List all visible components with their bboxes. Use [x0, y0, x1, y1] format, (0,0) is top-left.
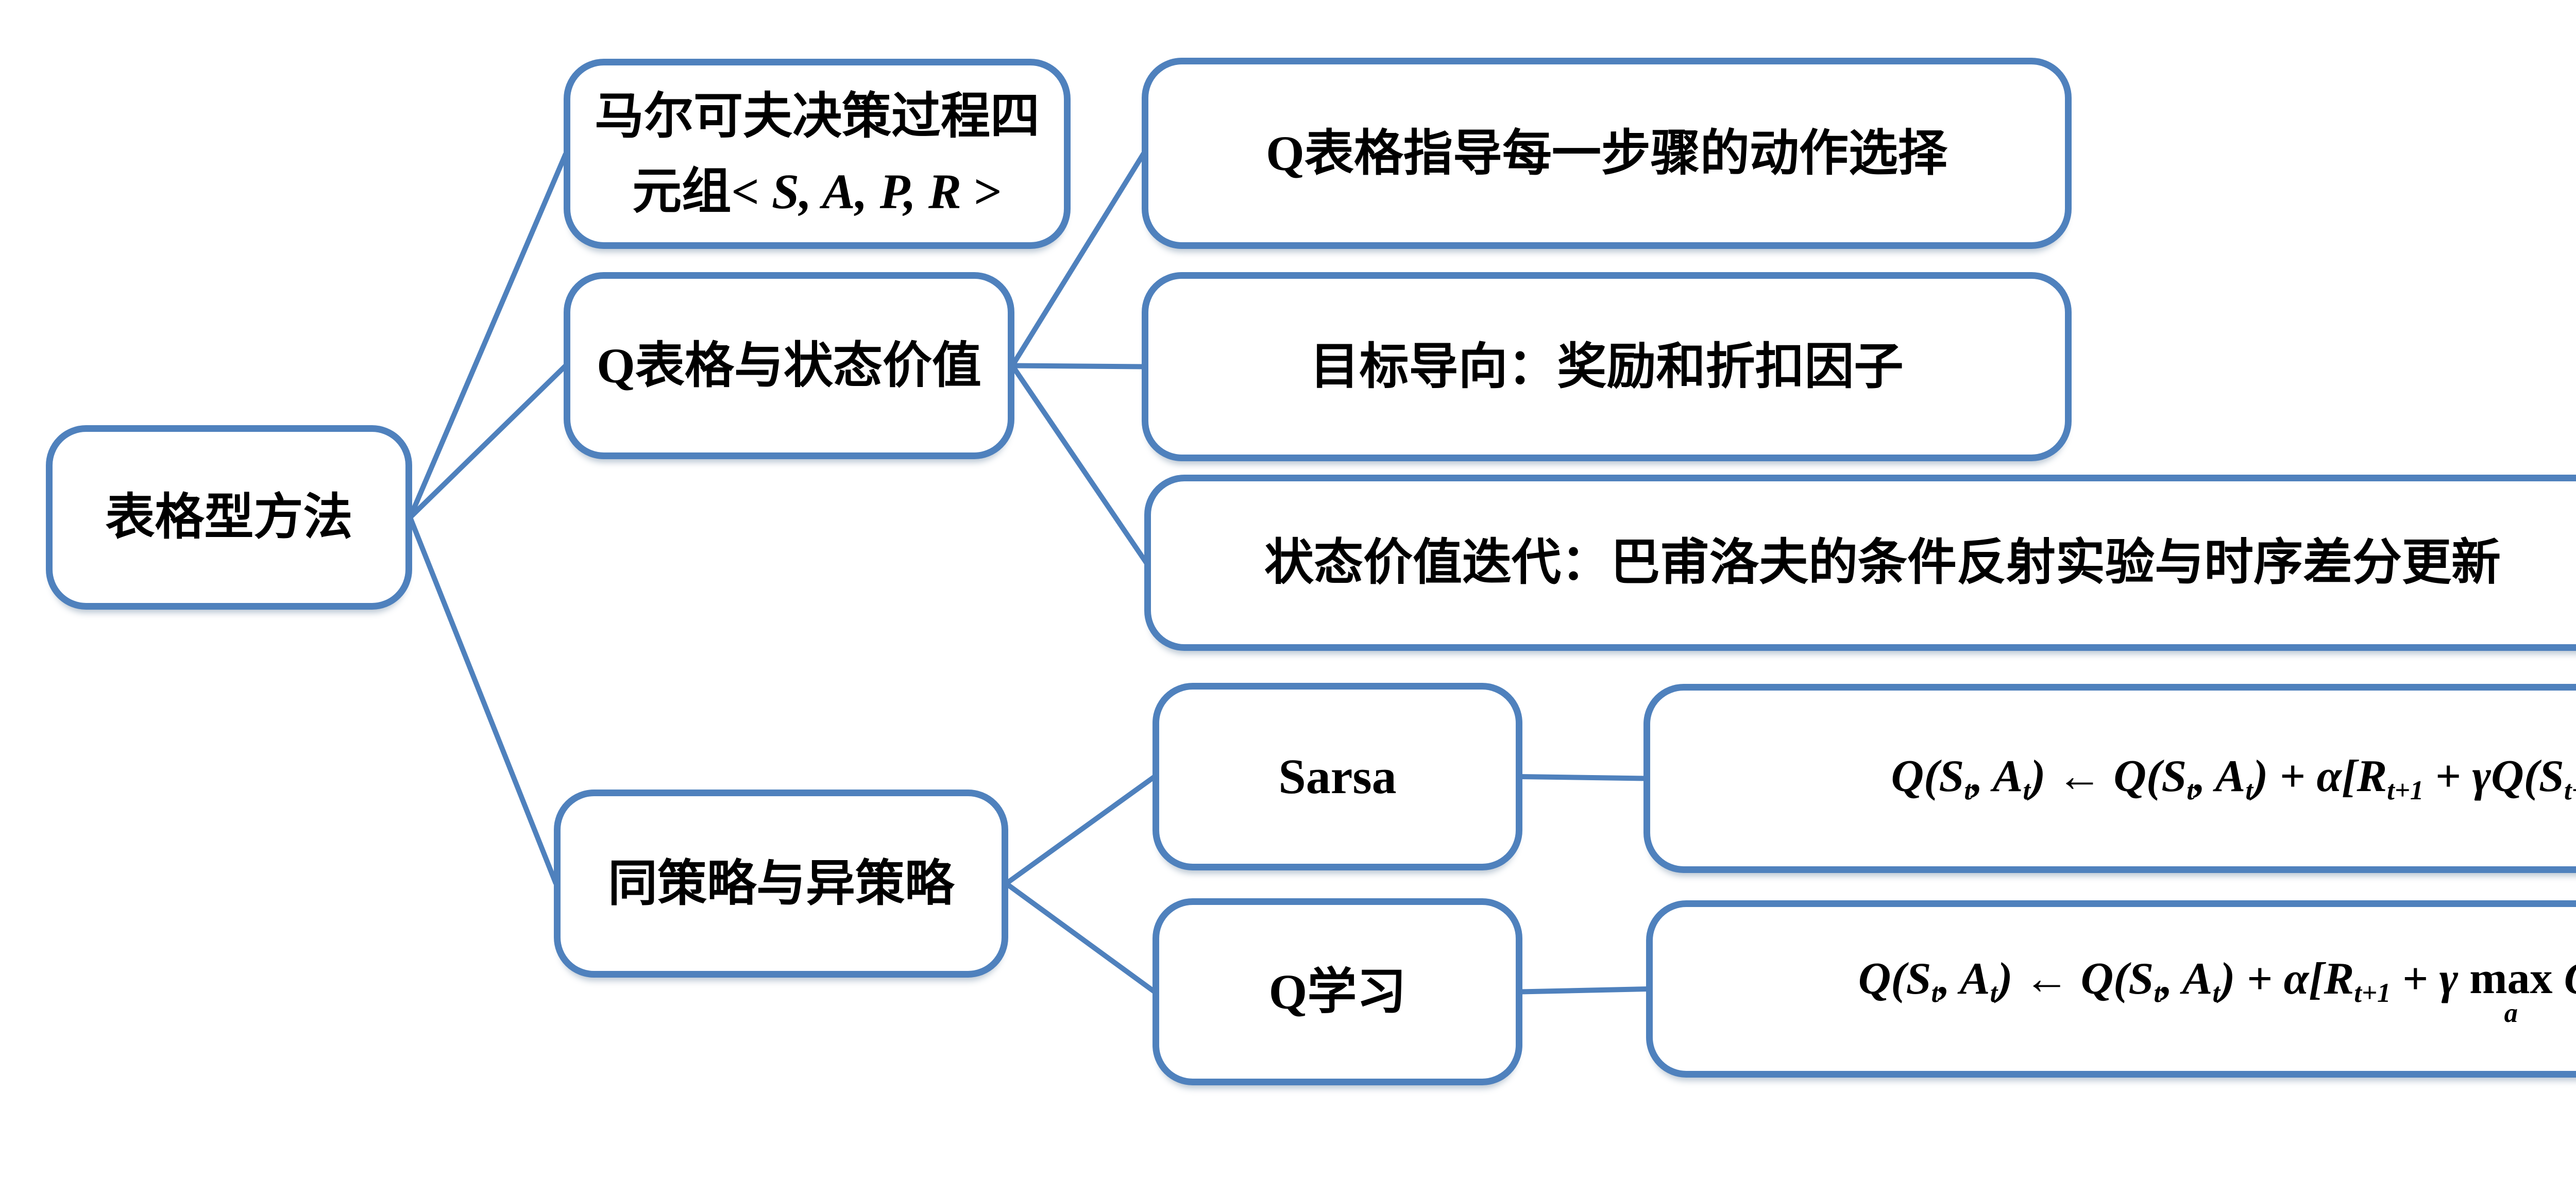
node-on-policy-off-policy[interactable]: 同策略与异策略 — [554, 790, 1008, 978]
connector-line — [1010, 152, 1146, 367]
node-label: 同策略与异策略 — [608, 855, 954, 911]
node-q-table-guides-action-selection[interactable]: Q表格指导每一步骤的动作选择 — [1142, 58, 2072, 249]
node-label: Sarsa — [1278, 749, 1397, 804]
connector-line — [408, 153, 568, 518]
node-mdp-four-tuple[interactable]: 马尔可夫决策过程四元组< S, A, P, R > — [564, 59, 1071, 249]
connector-line — [1005, 881, 1156, 994]
connector-line — [1520, 774, 1646, 781]
node-state-value-iteration[interactable]: 状态价值迭代：巴甫洛夫的条件反射实验与时序差分更新 — [1144, 475, 2576, 651]
node-label: 表格型方法 — [105, 490, 353, 545]
node-tabular-methods[interactable]: 表格型方法 — [46, 425, 412, 610]
node-label: Q表格与状态价值 — [597, 338, 981, 393]
connector-line — [1012, 363, 1144, 370]
node-label: 马尔可夫决策过程四元组< S, A, P, R > — [595, 88, 1040, 219]
node-label: 状态价值迭代：巴甫洛夫的条件反射实验与时序差分更新 — [1264, 535, 2501, 591]
connector-line — [408, 516, 558, 885]
node-goal-oriented-reward-discount[interactable]: 目标导向：奖励和折扣因子 — [1142, 272, 2072, 461]
node-sarsa[interactable]: Sarsa — [1153, 683, 1522, 870]
node-label: Q表格指导每一步骤的动作选择 — [1266, 125, 1947, 181]
node-sarsa-update-formula[interactable]: Q(St, At) ← Q(St, At) + α[Rt+1 + γQ(St+1… — [1643, 684, 2576, 873]
node-label: Q学习 — [1268, 964, 1406, 1019]
connector-line — [408, 363, 568, 519]
connector-line — [1520, 986, 1649, 995]
node-q-table-state-value[interactable]: Q表格与状态价值 — [564, 272, 1014, 459]
node-q-learning[interactable]: Q学习 — [1153, 898, 1522, 1085]
connector-line — [1010, 364, 1149, 564]
sarsa-formula: Q(St, At) ← Q(St, At) + α[Rt+1 + γQ(St+1… — [1891, 751, 2576, 806]
node-label: 目标导向：奖励和折扣因子 — [1310, 339, 1904, 394]
connector-line — [1005, 774, 1156, 886]
